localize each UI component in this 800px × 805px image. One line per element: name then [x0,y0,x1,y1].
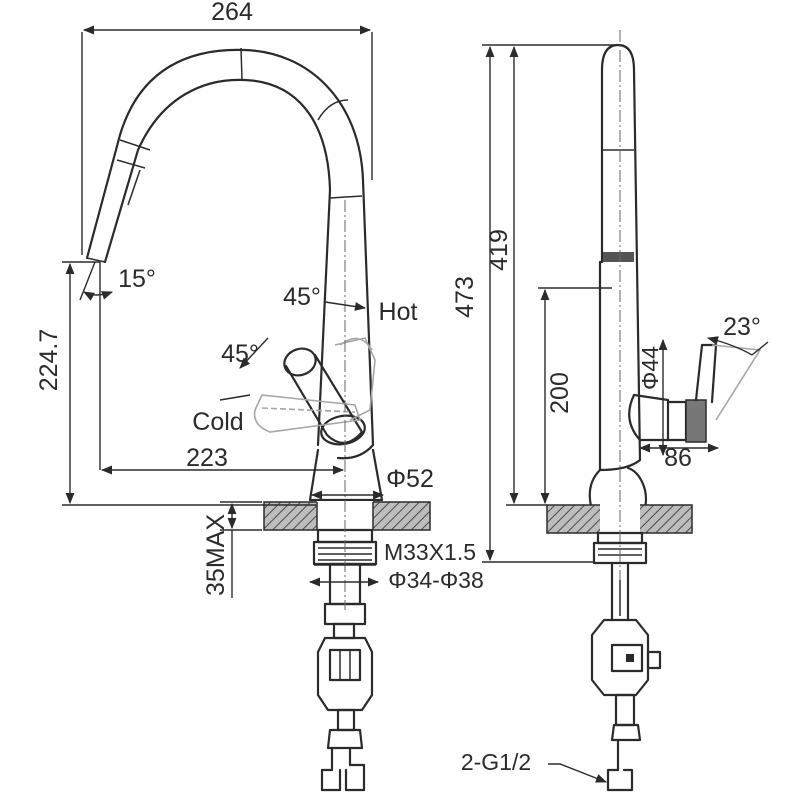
spout-joint-line-2 [317,99,349,121]
dim-spout-outlet-height: 419 [485,229,513,271]
dim-handle-depth: 86 [664,444,692,472]
dim-handle-angle: 23° [723,313,761,341]
dim-inlet-connection: 2-G1/2 [461,749,531,775]
spout-outer [85,48,375,460]
dim-handle-diameter: Φ44 [637,346,663,390]
side-dimensions: 473 419 200 Φ44 23° 86 2-G1/2 [451,44,769,783]
label-cold: Cold [192,408,243,436]
dim-spray-angle: 15° [118,265,156,293]
dim-base-to-spray: 223 [186,444,228,472]
spout-inner [103,78,332,447]
lever-ghost-cold [253,394,362,433]
dim-lever-angle-cold: 45° [221,340,259,368]
front-view [85,47,431,792]
hose-assembly-side [590,618,662,792]
dim-lever-height: 200 [546,372,574,414]
spout-joint-line [240,47,243,81]
base-body [308,448,384,502]
side-spout [598,43,642,472]
front-dimensions: 264 224.7 15° 223 45° Hot 45° Cold Φ52 3… [35,0,484,598]
dim-lever-angle-hot: 45° [283,283,321,311]
lever-front [283,347,366,446]
dim-spout-height: 224.7 [35,329,63,392]
dim-total-height: 473 [451,276,479,318]
spray-head-detail [127,169,141,206]
spout-band [329,195,363,199]
dim-overall-reach: 264 [211,0,253,26]
dim-deck-thickness: 35MAX [202,514,230,596]
lever-ghost-hot [334,337,376,421]
side-view [546,30,762,792]
spray-tip [86,257,106,263]
hose-assembly-front [316,622,374,792]
side-spray-band [603,252,634,262]
spray-head-band [116,139,151,169]
dim-hole-range: Φ34-Φ38 [388,567,484,593]
label-hot: Hot [379,298,418,326]
dim-base-diameter: Φ52 [386,465,434,493]
dim-thread: M33X1.5 [384,539,476,565]
